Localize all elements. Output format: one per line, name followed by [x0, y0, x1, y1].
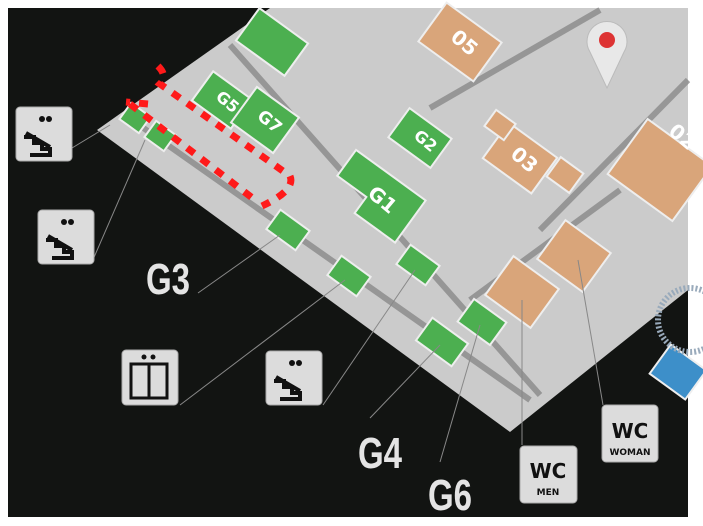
room-02[interactable] [606, 117, 703, 223]
room-g2[interactable] [386, 106, 454, 170]
location-pin-icon[interactable] [586, 21, 628, 90]
callout-g4: G4 [358, 430, 402, 479]
callout-g6: G6 [428, 472, 472, 521]
room-wc-men[interactable] [483, 254, 561, 330]
elevator-icon [121, 349, 179, 406]
room-small-orange[interactable] [483, 108, 517, 142]
room-wc-women[interactable] [535, 218, 613, 294]
room-blue[interactable] [648, 343, 703, 401]
room-g1[interactable] [326, 148, 428, 244]
wc-women-sub: WOMAN [609, 448, 650, 458]
wc-women-sign: WC WOMAN [601, 404, 659, 463]
stairs-icon [36, 208, 96, 266]
room-elevator[interactable] [325, 254, 373, 298]
route-path [125, 63, 295, 210]
room-green[interactable] [234, 6, 310, 78]
wc-men-title: WC [530, 459, 567, 483]
room-g6[interactable] [456, 297, 508, 347]
wc-women-title: WC [612, 419, 649, 443]
room-small-orange[interactable] [545, 155, 585, 195]
room-03[interactable] [481, 121, 559, 195]
room-05[interactable] [416, 1, 504, 83]
ramp [655, 285, 703, 355]
stairs-icon [264, 349, 324, 407]
room-g7[interactable] [229, 85, 301, 155]
room-g3[interactable] [264, 208, 312, 252]
callout-g3: G3 [146, 256, 190, 305]
stairs-icon [14, 105, 74, 163]
wc-men-sub: MEN [537, 488, 560, 498]
wc-men-sign: WC MEN [519, 445, 578, 504]
leader-lines [71, 124, 604, 463]
room-stairs[interactable] [394, 243, 442, 287]
room-small[interactable] [118, 101, 152, 135]
room-g4[interactable] [414, 316, 470, 368]
